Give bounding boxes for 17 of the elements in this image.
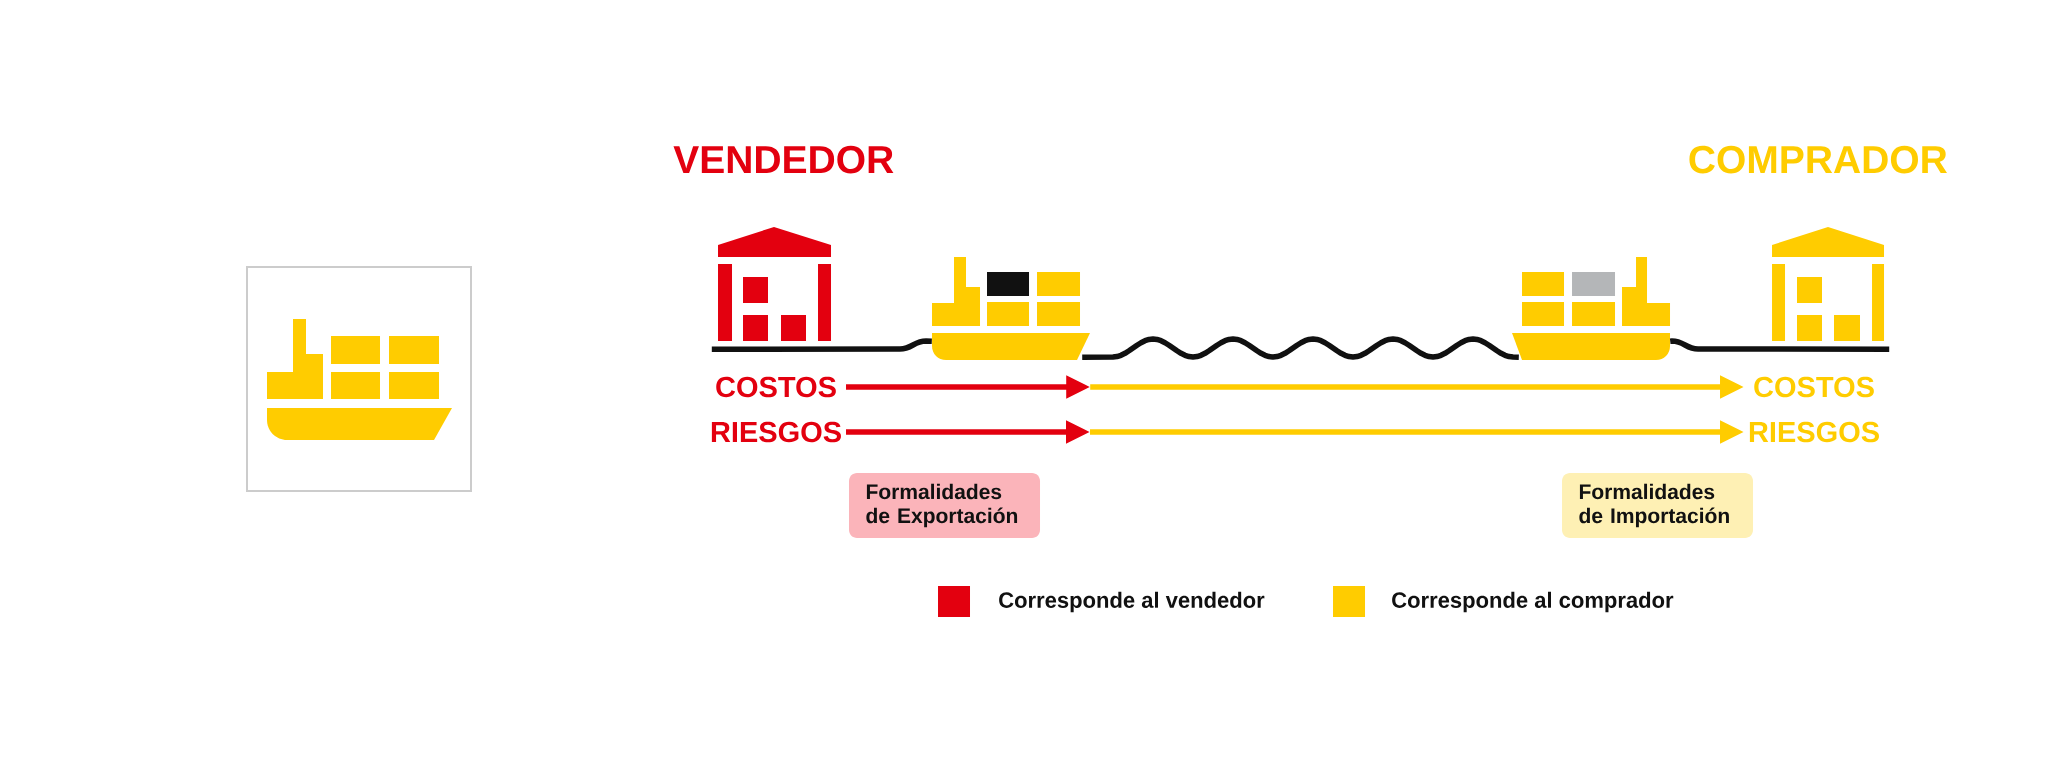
row-label: COSTOS xyxy=(716,376,836,398)
legend-text: Corresponde al comprador xyxy=(1392,591,1674,613)
ground-line xyxy=(1669,338,1890,352)
wave-line xyxy=(1082,336,1519,360)
warehouse-illustration xyxy=(718,227,831,341)
ship-illustration xyxy=(932,257,1090,360)
heading: COMPRADOR xyxy=(1689,145,1947,174)
legend-text: Corresponde al vendedor xyxy=(999,591,1265,613)
warehouse-illustration xyxy=(1772,227,1884,341)
heading: VENDEDOR xyxy=(673,145,894,174)
row-label: COSTOS xyxy=(1754,376,1874,398)
formalities-box: Formalidades de Importación xyxy=(1562,473,1753,538)
row-label: RIESGOS xyxy=(1749,421,1879,443)
ground-line xyxy=(711,338,932,352)
row-label: RIESGOS xyxy=(711,421,841,443)
formalities-box: Formalidades de Exportación xyxy=(849,473,1040,538)
ship-illustration xyxy=(1512,257,1670,360)
